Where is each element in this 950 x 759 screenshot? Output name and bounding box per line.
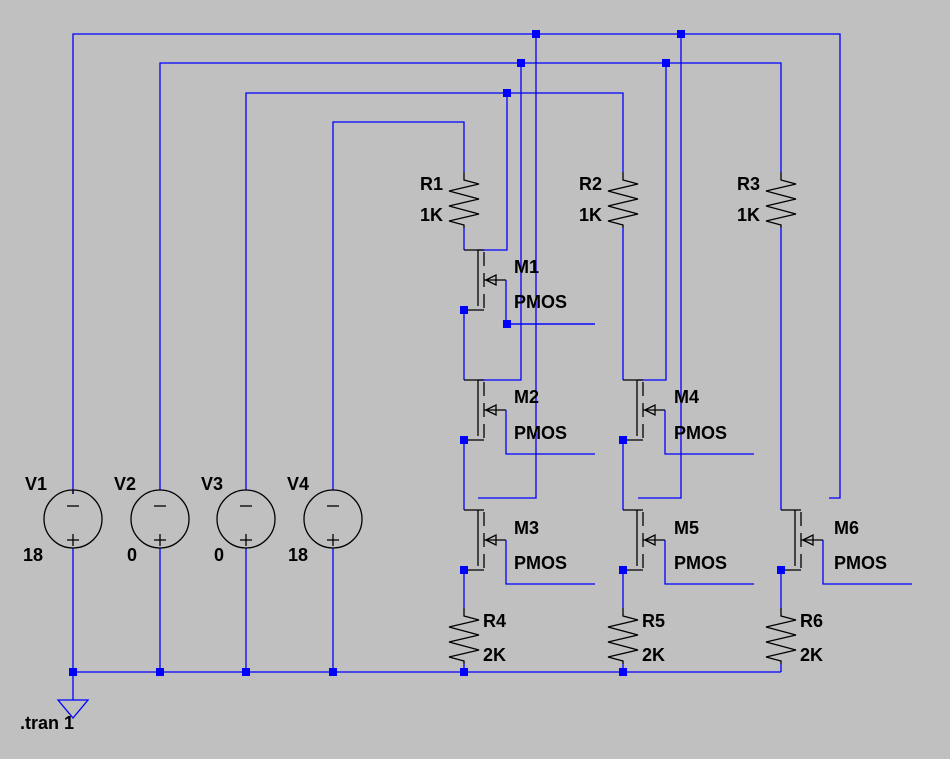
source-v2-name: V2 [114,474,137,494]
resistor-r4-name: R4 [483,611,507,631]
transistor-m3-name: M3 [514,518,540,538]
wire-v1-bus [72,33,841,499]
transistor-m3-model: PMOS [514,553,568,573]
transistor-m4-model: PMOS [674,423,728,443]
wire-v3-bus [245,92,624,490]
resistor-r4-value: 2K [483,645,507,665]
resistor-r2-symbol[interactable] [607,172,639,228]
transistor-m6-model: PMOS [834,553,888,573]
source-v1-name: V1 [25,474,48,494]
source-v3-name: V3 [201,474,224,494]
transistor-m2-symbol[interactable] [464,379,595,455]
resistor-r5-value: 2K [642,645,666,665]
voltage-source-v1-symbol[interactable] [43,489,103,549]
source-v1-value: 18 [23,545,44,565]
resistor-r6-name: R6 [800,611,824,631]
voltage-source-v2-symbol[interactable] [130,489,190,549]
junction-dots [69,30,785,676]
resistor-r3-value: 1K [737,205,761,225]
resistor-r1-name: R1 [420,174,444,194]
wire-v4-bus [332,121,465,490]
resistor-r3-name: R3 [737,174,761,194]
ground-icon [56,699,90,720]
transistor-m4-bulk-wire [664,410,754,455]
transistor-m1-name: M1 [514,257,540,277]
wire-m2-gate [478,63,522,381]
transistor-m6-bulk-wire [822,540,912,585]
voltage-source-v3-symbol[interactable] [216,489,276,549]
transistor-m5-model: PMOS [674,553,728,573]
resistor-r6-symbol[interactable] [765,608,797,664]
transistor-m2-bulk-wire [505,410,595,455]
transistor-m6-name: M6 [834,518,860,538]
wire-m5-gate [638,34,682,499]
resistor-r6-value: 2K [800,645,824,665]
transistor-m3-symbol[interactable] [464,509,595,585]
resistor-r2-name: R2 [579,174,603,194]
transistor-m3-bulk-wire [505,540,595,585]
transistor-m2-name: M2 [514,387,540,407]
source-v4-name: V4 [287,474,310,494]
resistor-r4-symbol[interactable] [448,608,480,664]
resistor-r1-value: 1K [420,205,444,225]
voltage-source-v4-symbol[interactable] [303,489,363,549]
transistor-m2-model: PMOS [514,423,568,443]
wire-m1-gate [478,93,508,251]
transistor-symbols [464,249,912,585]
wire-m4-gate [638,63,667,381]
source-v2-value: 0 [127,545,138,565]
transistor-m4-name: M4 [674,387,700,407]
spice-directive[interactable]: .tran 1 [20,713,75,733]
transistor-m6-symbol[interactable] [781,509,912,585]
source-v4-value: 18 [288,545,309,565]
transistor-m4-symbol[interactable] [623,379,754,455]
resistor-r3-symbol[interactable] [765,172,797,228]
transistor-m5-bulk-wire [664,540,754,585]
source-v3-value: 0 [214,545,225,565]
transistor-m5-name: M5 [674,518,700,538]
resistor-r1-symbol[interactable] [448,172,480,228]
resistor-r2-value: 1K [579,205,603,225]
resistor-r5-name: R5 [642,611,666,631]
transistor-m1-model: PMOS [514,292,568,312]
wire-v2-bus [159,62,782,490]
wires [72,33,841,700]
wire-m3-gate [478,34,537,499]
resistor-r5-symbol[interactable] [607,608,639,664]
